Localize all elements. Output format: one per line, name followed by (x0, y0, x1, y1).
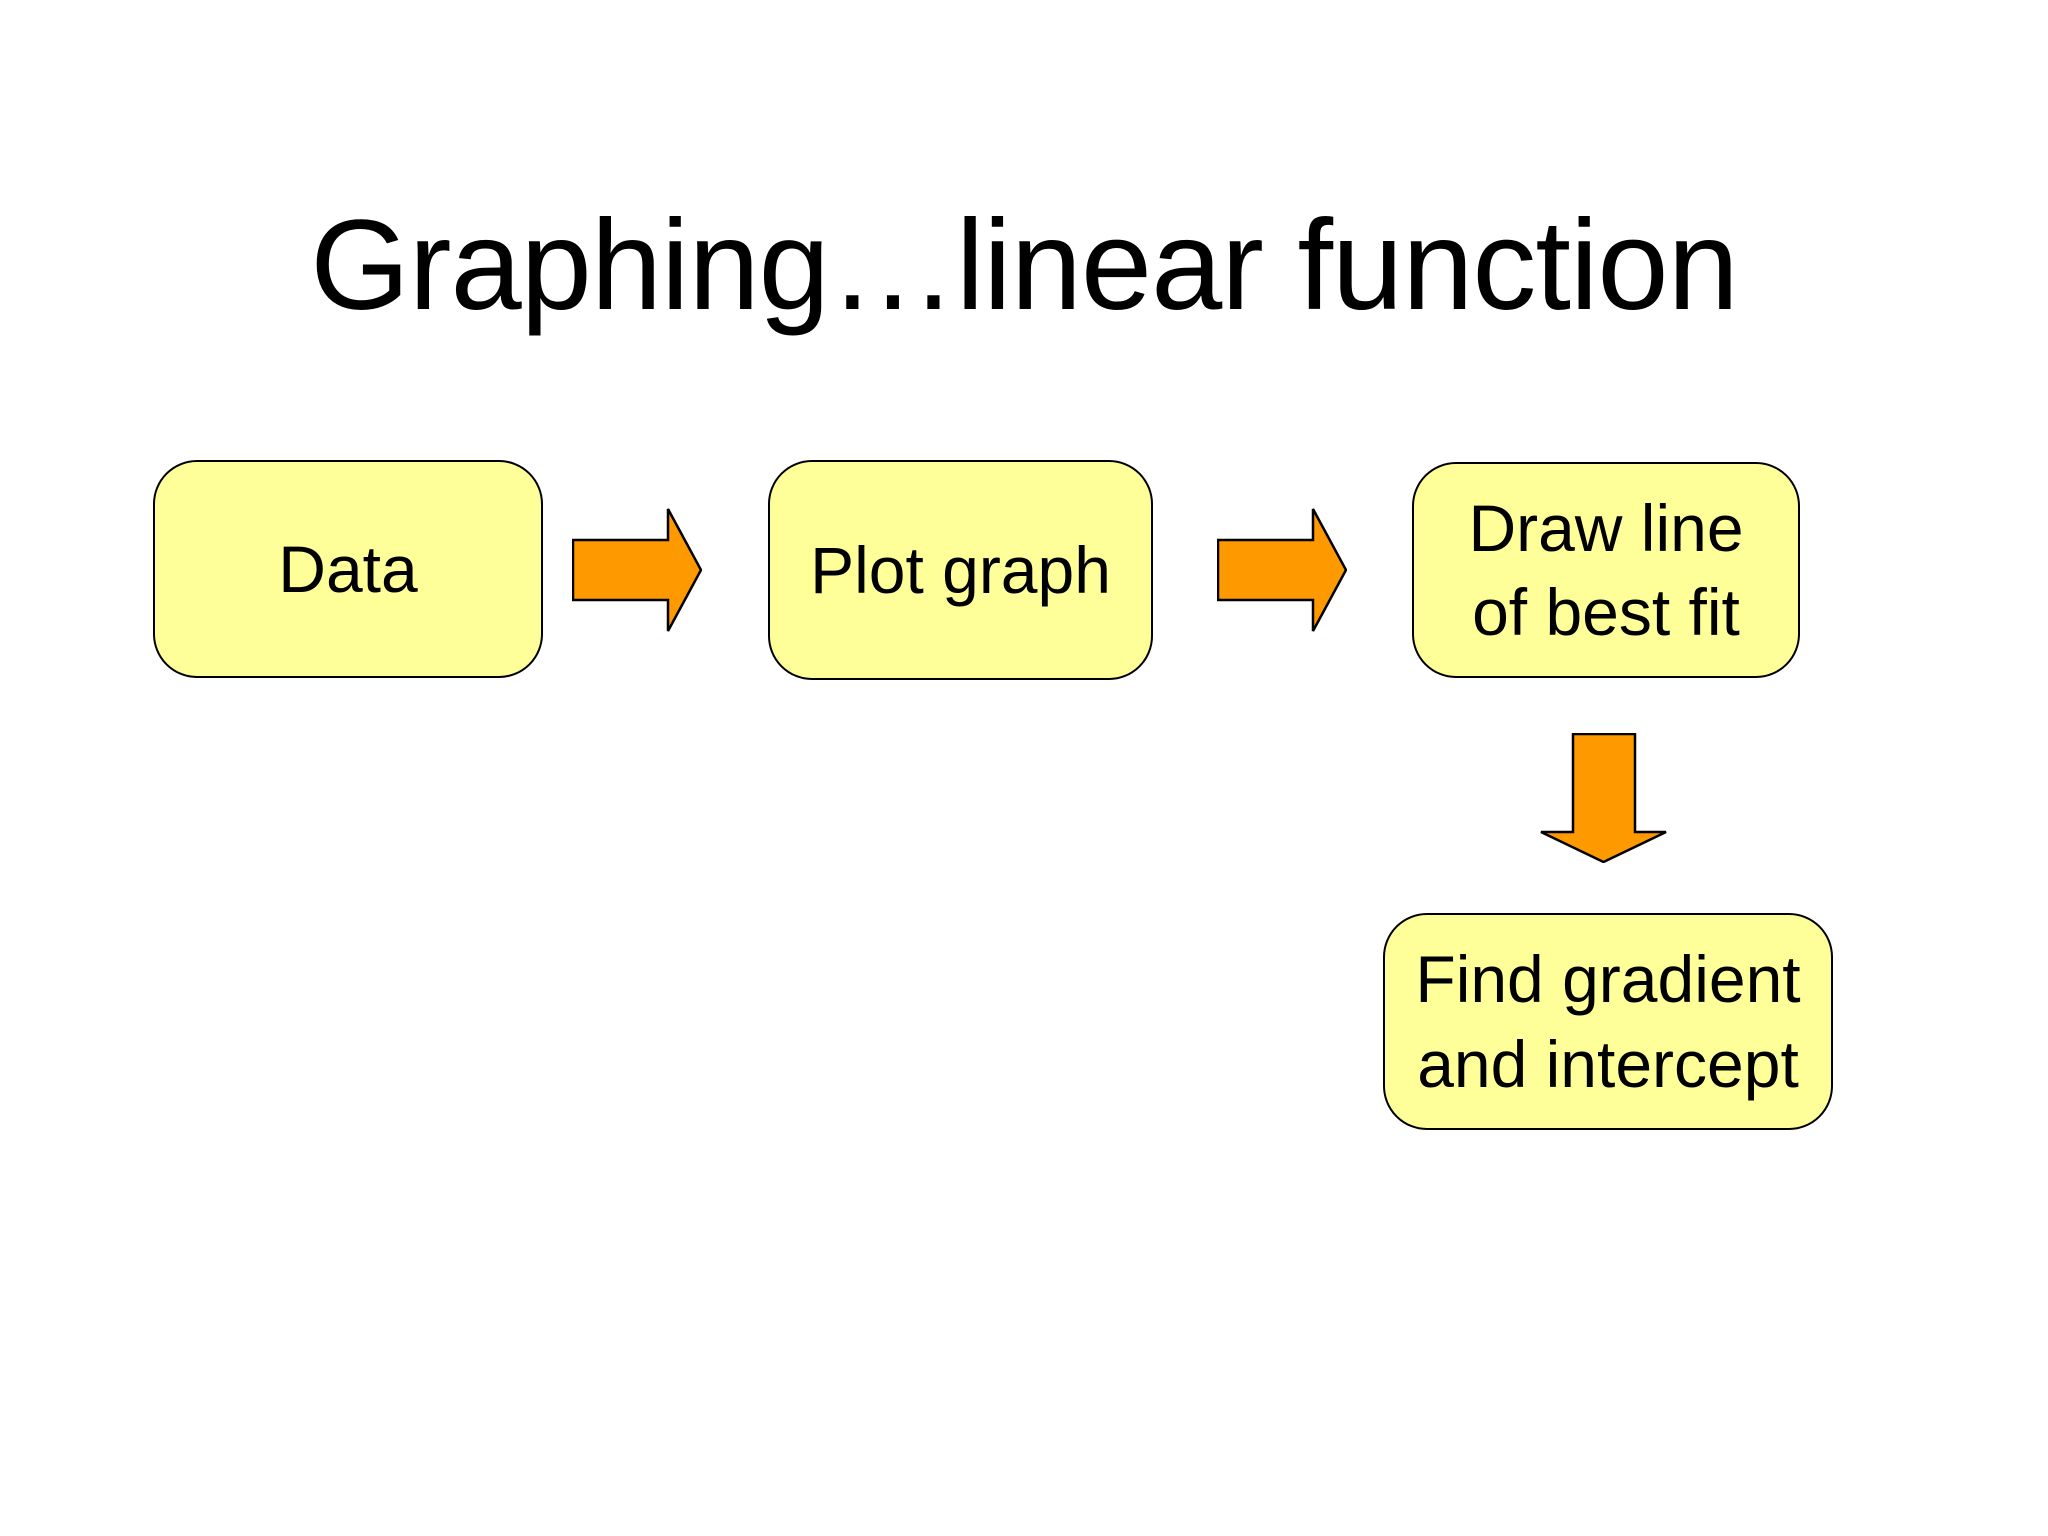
flow-node-data-label: Data (278, 531, 418, 606)
flow-node-plot-graph-label: Plot graph (810, 532, 1111, 607)
flow-node-data: Data (153, 460, 543, 678)
flow-node-find-gradient-label: Find gradient and intercept (1415, 942, 1801, 1101)
arrow-right-icon (1217, 508, 1347, 632)
arrow-right-icon (572, 508, 702, 632)
slide-title: Graphing…linear function (310, 194, 1739, 337)
flow-node-draw-line-label: Draw line of best fit (1468, 490, 1744, 649)
arrow-down-icon (1540, 733, 1667, 863)
flow-node-plot-graph: Plot graph (768, 460, 1153, 680)
flow-node-draw-line: Draw line of best fit (1412, 462, 1800, 678)
flow-node-find-gradient: Find gradient and intercept (1383, 913, 1833, 1130)
